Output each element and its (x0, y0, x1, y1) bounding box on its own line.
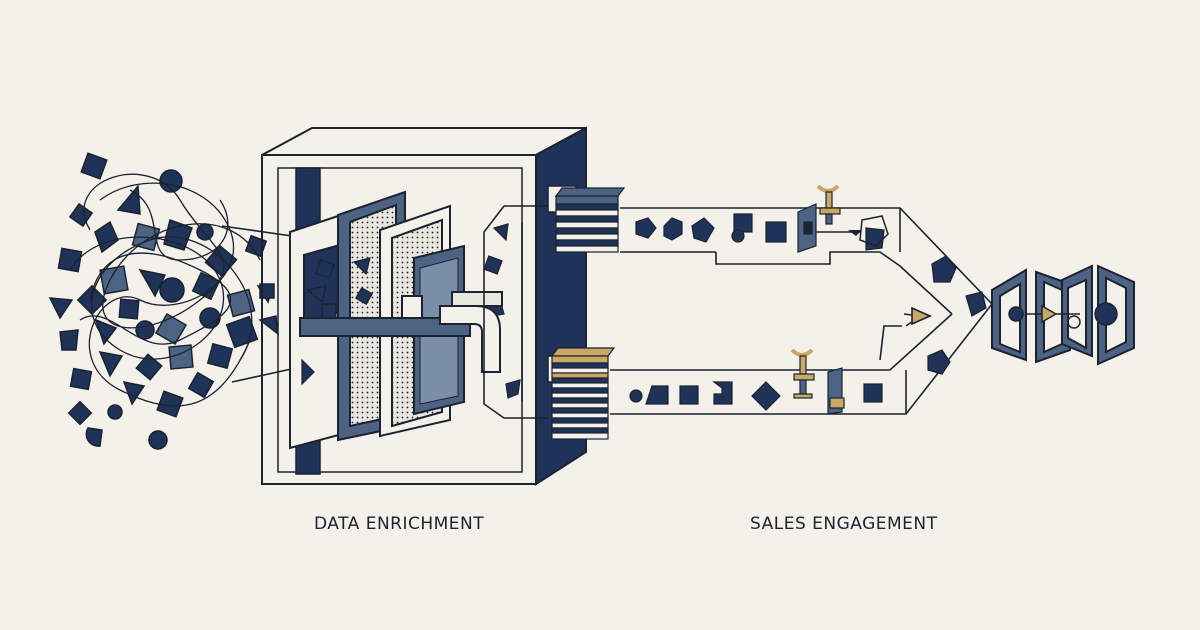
funnel-output (1008, 302, 1118, 329)
document-stack-bottom (550, 347, 616, 440)
arrow-icon (879, 306, 932, 361)
data-enrichment-label: DATA ENRICHMENT (314, 514, 485, 534)
pipe (299, 291, 503, 373)
robot-arm-top (816, 184, 841, 225)
output-frame (483, 205, 548, 419)
bottom-track-items (629, 367, 883, 415)
converging-items (927, 255, 987, 375)
intake-cone (221, 225, 297, 383)
sales-engagement-label: SALES ENGAGEMENT (750, 514, 938, 534)
conveyor-tracks (610, 207, 993, 415)
tangled-lines (69, 173, 261, 407)
pentagon-gate-top (859, 215, 889, 247)
top-track-items (635, 203, 885, 253)
document-stack-top (554, 187, 626, 253)
robot-arm-bottom (790, 348, 815, 399)
